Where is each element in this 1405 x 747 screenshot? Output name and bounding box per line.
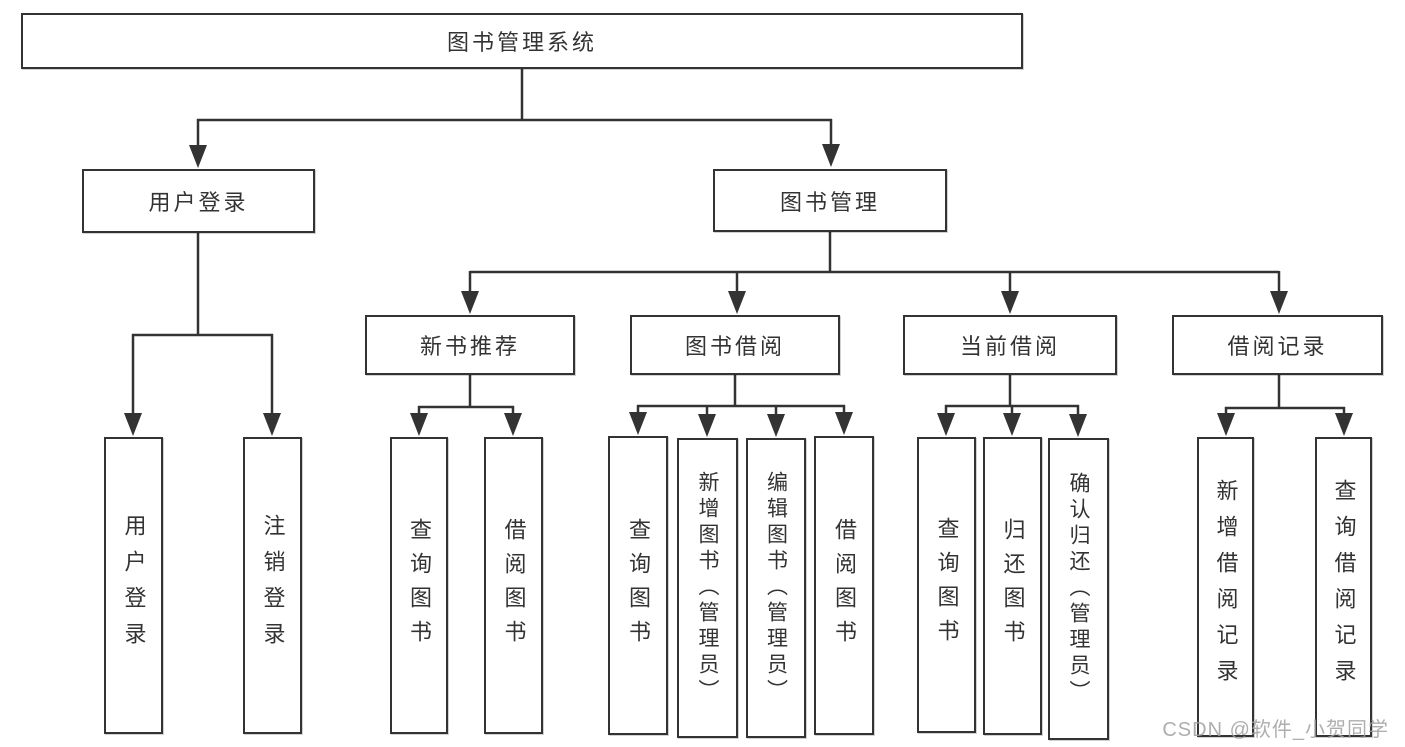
leaf-recommend-query-books-label: 查询图书 [407,517,432,654]
leaf-current-return-books: 归还图书 [983,437,1042,735]
leaf-borrow-add-books-admin: 新增图书（管理员） [677,438,738,738]
leaf-records-query-record-label: 查询借阅记录 [1331,479,1357,695]
leaf-current-confirm-return-admin-label: 确认归还（管理员） [1067,472,1090,706]
leaf-recommend-borrow-books: 借阅图书 [484,437,543,734]
node-library-management-system: 图书管理系统 [21,13,1023,69]
leaf-current-query-books: 查询图书 [917,437,976,733]
leaf-borrow-borrow-books-label: 借阅图书 [832,517,857,654]
leaf-borrow-query-books-label: 查询图书 [626,517,651,654]
node-user-login: 用户登录 [82,169,315,233]
node-borrow-records: 借阅记录 [1172,315,1383,375]
leaf-current-query-books-label: 查询图书 [934,517,960,653]
watermark: CSDN @软件_小贺同学 [1162,719,1389,741]
leaf-current-return-books-label: 归还图书 [1000,518,1026,654]
leaf-borrow-edit-books-admin: 编辑图书（管理员） [746,438,806,738]
node-new-book-recommend: 新书推荐 [365,315,575,375]
leaf-user-login: 用户登录 [104,437,163,734]
node-book-borrow: 图书借阅 [630,315,840,375]
leaf-borrow-borrow-books: 借阅图书 [814,436,874,735]
leaf-recommend-query-books: 查询图书 [390,437,448,734]
leaf-records-query-record: 查询借阅记录 [1315,437,1372,737]
leaf-recommend-borrow-books-label: 借阅图书 [501,517,527,654]
leaf-logout-label: 注销登录 [260,513,286,658]
leaf-logout: 注销登录 [243,437,302,734]
node-book-management: 图书管理 [713,169,947,232]
leaf-borrow-edit-books-admin-label: 编辑图书（管理员） [764,471,788,705]
node-current-borrow: 当前借阅 [903,315,1117,375]
leaf-records-add-record-label: 新增借阅记录 [1213,479,1239,695]
leaf-borrow-query-books: 查询图书 [608,436,668,735]
leaf-records-add-record: 新增借阅记录 [1197,437,1254,737]
leaf-borrow-add-books-admin-label: 新增图书（管理员） [696,471,719,705]
leaf-user-login-label: 用户登录 [121,513,147,658]
leaf-current-confirm-return-admin: 确认归还（管理员） [1048,438,1109,740]
